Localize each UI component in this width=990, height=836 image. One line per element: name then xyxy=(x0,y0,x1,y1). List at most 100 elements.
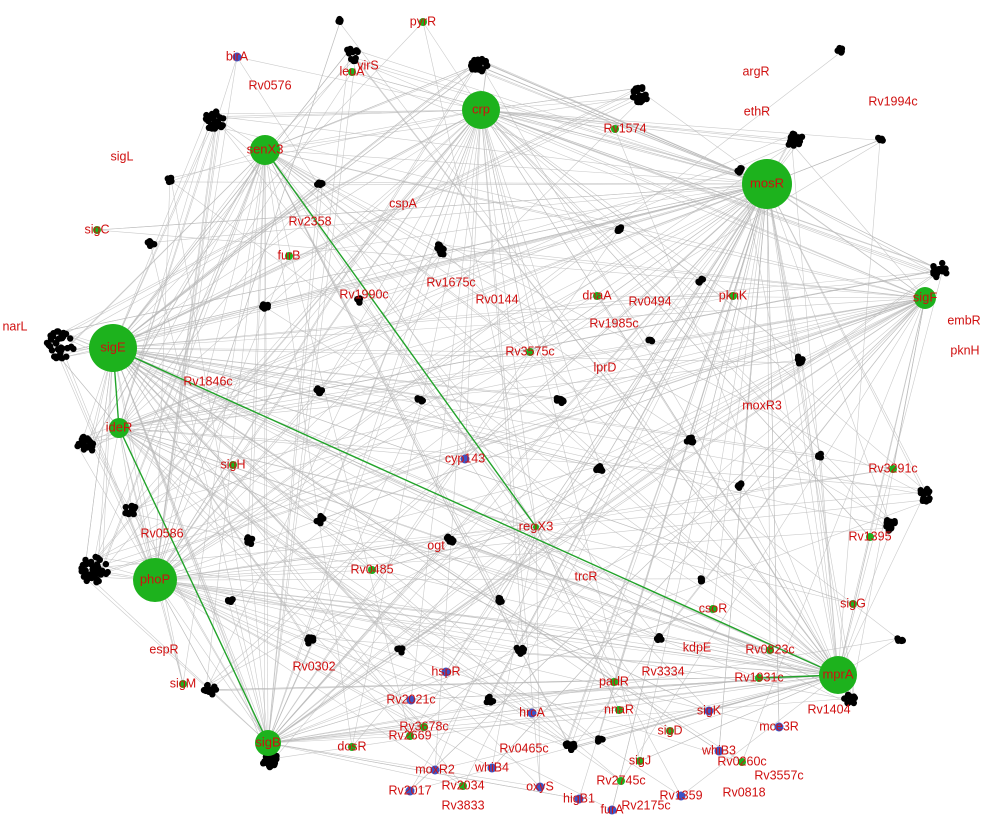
gene-label: Rv2175c xyxy=(621,798,670,812)
regulation-edge xyxy=(118,141,801,429)
regulation-edge xyxy=(464,183,768,460)
regulation-edge xyxy=(639,674,839,762)
regulation-edge xyxy=(112,347,541,788)
regulation-edge xyxy=(837,488,928,676)
regulation-edge xyxy=(535,183,768,528)
gene-label: dosR xyxy=(337,739,366,753)
leaf-node xyxy=(923,498,930,505)
regulation-edge xyxy=(267,608,714,744)
regulation-edge xyxy=(529,183,768,353)
leaf-node xyxy=(48,347,56,354)
regulation-edge xyxy=(445,526,537,673)
regulation-edge xyxy=(168,149,266,183)
hub-label-sigF: sigF xyxy=(913,289,938,304)
leaf-node xyxy=(559,397,567,404)
regulation-edge xyxy=(154,499,928,581)
regulation-edge xyxy=(421,297,926,401)
leaf-node xyxy=(737,480,745,487)
gene-label: pknH xyxy=(950,343,979,357)
gene-label: argR xyxy=(742,64,769,78)
leaf-node xyxy=(648,338,656,345)
gene-label: Rv0823c xyxy=(745,642,794,656)
regulation-edge xyxy=(118,297,926,429)
regulation-edge xyxy=(522,183,768,649)
regulation-edge xyxy=(154,124,221,581)
regulation-edge xyxy=(112,118,207,349)
leaf-node xyxy=(355,297,362,304)
regulation-edge xyxy=(410,674,839,701)
leaf-node xyxy=(50,330,57,337)
regulation-edge xyxy=(112,347,622,782)
regulation-edge xyxy=(112,183,768,349)
regulation-edge xyxy=(766,183,780,728)
hub-label-sigE: sigE xyxy=(100,339,126,354)
regulation-edge xyxy=(112,120,215,349)
regulation-edge xyxy=(118,149,266,429)
hub-node-crp xyxy=(462,91,500,129)
regulation-edge xyxy=(112,65,472,349)
gene-label: sigL xyxy=(111,149,134,163)
regulation-edge xyxy=(112,88,637,349)
regulation-edge xyxy=(206,114,768,185)
leaf-node xyxy=(468,62,475,69)
regulation-edge xyxy=(741,297,926,485)
regulation-edge xyxy=(66,183,768,357)
gene-node xyxy=(607,805,617,815)
regulation-edge xyxy=(264,97,636,151)
regulation-edge xyxy=(154,579,464,787)
regulation-edge xyxy=(154,579,412,701)
regulation-edge xyxy=(205,149,266,691)
regulation-edge xyxy=(227,600,269,744)
regulation-edge xyxy=(100,109,482,573)
regulation-edge xyxy=(112,347,267,757)
regulation-edge xyxy=(596,295,926,299)
regulation-edge xyxy=(112,170,738,349)
leaf-node xyxy=(122,503,129,511)
regulation-edge xyxy=(97,297,926,559)
regulation-edge xyxy=(267,742,580,800)
regulation-edge xyxy=(409,297,926,792)
gene-node xyxy=(285,252,293,260)
regulation-edge xyxy=(267,356,799,744)
regulation-edge xyxy=(520,653,839,676)
gene-label: embR xyxy=(947,313,980,327)
regulation-edge xyxy=(441,248,839,676)
regulation-edge xyxy=(440,109,482,254)
gene-label: csoR xyxy=(699,601,727,615)
gene-label: lprD xyxy=(594,360,617,374)
regulation-edge xyxy=(356,50,768,185)
regulation-edge xyxy=(892,297,926,470)
regulation-edge xyxy=(112,347,887,527)
regulation-edge xyxy=(118,427,248,540)
gene-node xyxy=(232,52,242,62)
regulation-edge xyxy=(264,149,353,748)
regulation-edge xyxy=(267,58,356,744)
regulation-edge xyxy=(266,674,839,760)
regulation-edge xyxy=(766,183,839,676)
regulation-edge xyxy=(154,464,234,581)
regulation-edge xyxy=(112,347,743,763)
regulation-edge xyxy=(236,56,482,111)
regulation-edge xyxy=(154,569,373,581)
regulation-edge xyxy=(118,427,682,797)
regulation-edge xyxy=(766,183,853,702)
regulation-edge xyxy=(351,109,482,748)
regulation-edge xyxy=(154,149,266,581)
gene-label: birA xyxy=(226,49,249,63)
gene-label: moxR3 xyxy=(742,398,782,412)
regulation-edge xyxy=(112,347,924,495)
leaf-node xyxy=(219,122,226,129)
regulation-edge xyxy=(639,183,768,762)
regulation-edge xyxy=(264,149,768,185)
gene-node xyxy=(430,765,440,775)
leaf-node xyxy=(478,68,486,75)
regulation-edge xyxy=(264,149,898,639)
regulation-edge xyxy=(491,297,926,769)
leaf-node xyxy=(244,535,251,543)
hub-label-crp: crp xyxy=(472,101,490,116)
hub-node-sigB xyxy=(255,730,281,756)
leaf-node xyxy=(208,686,216,693)
gene-node xyxy=(487,763,497,773)
regulation-edge xyxy=(168,181,768,185)
regulation-edge xyxy=(78,297,926,445)
